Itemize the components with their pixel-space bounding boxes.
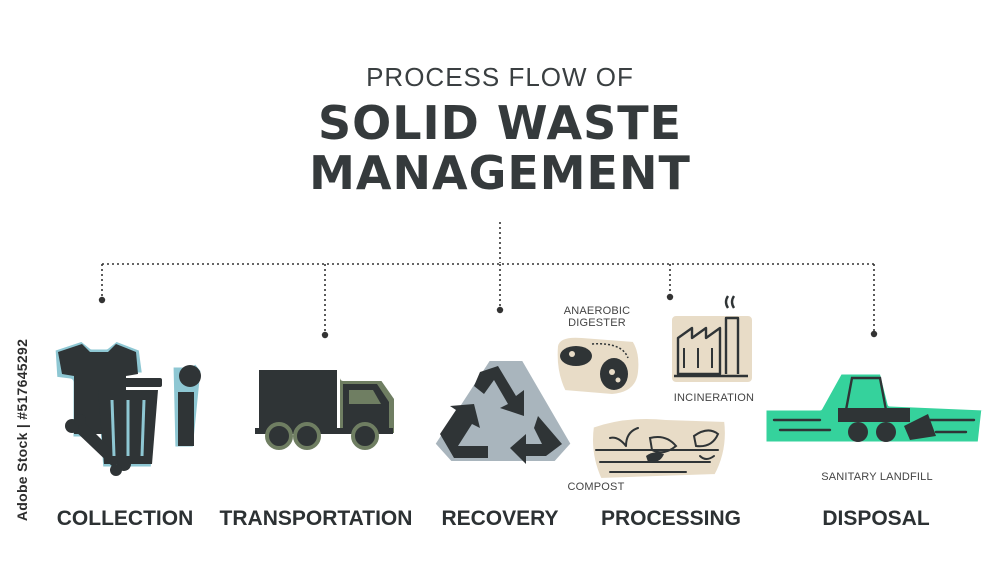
anaerobic-digester-icon xyxy=(553,333,643,398)
garbage-truck-icon xyxy=(248,361,400,450)
page-title-line1: SOLID WASTE xyxy=(317,96,683,150)
compost-label: COMPOST xyxy=(567,481,625,493)
incineration-label: INCINERATION xyxy=(673,392,755,404)
sanitary-landfill-label: SANITARY LANDFILL xyxy=(821,471,933,483)
page-title-line2: MANAGEMENT xyxy=(309,146,691,200)
bulldozer-icon xyxy=(761,369,987,447)
recycle-icon xyxy=(429,355,577,467)
stage-label-disposal: DISPOSAL xyxy=(822,507,930,530)
stage-label-recovery: RECOVERY xyxy=(441,507,559,530)
anaerobic-digester-label: ANAEROBIC DIGESTER xyxy=(563,305,631,329)
compost-icon xyxy=(589,415,729,483)
page-subtitle: PROCESS FLOW OF xyxy=(366,62,634,92)
collection-icon xyxy=(48,334,208,476)
stage-label-processing: PROCESSING xyxy=(600,507,742,530)
stage-label-transportation: TRANSPORTATION xyxy=(219,507,413,530)
stage-label-collection: COLLECTION xyxy=(56,507,194,530)
factory-icon xyxy=(668,295,756,386)
